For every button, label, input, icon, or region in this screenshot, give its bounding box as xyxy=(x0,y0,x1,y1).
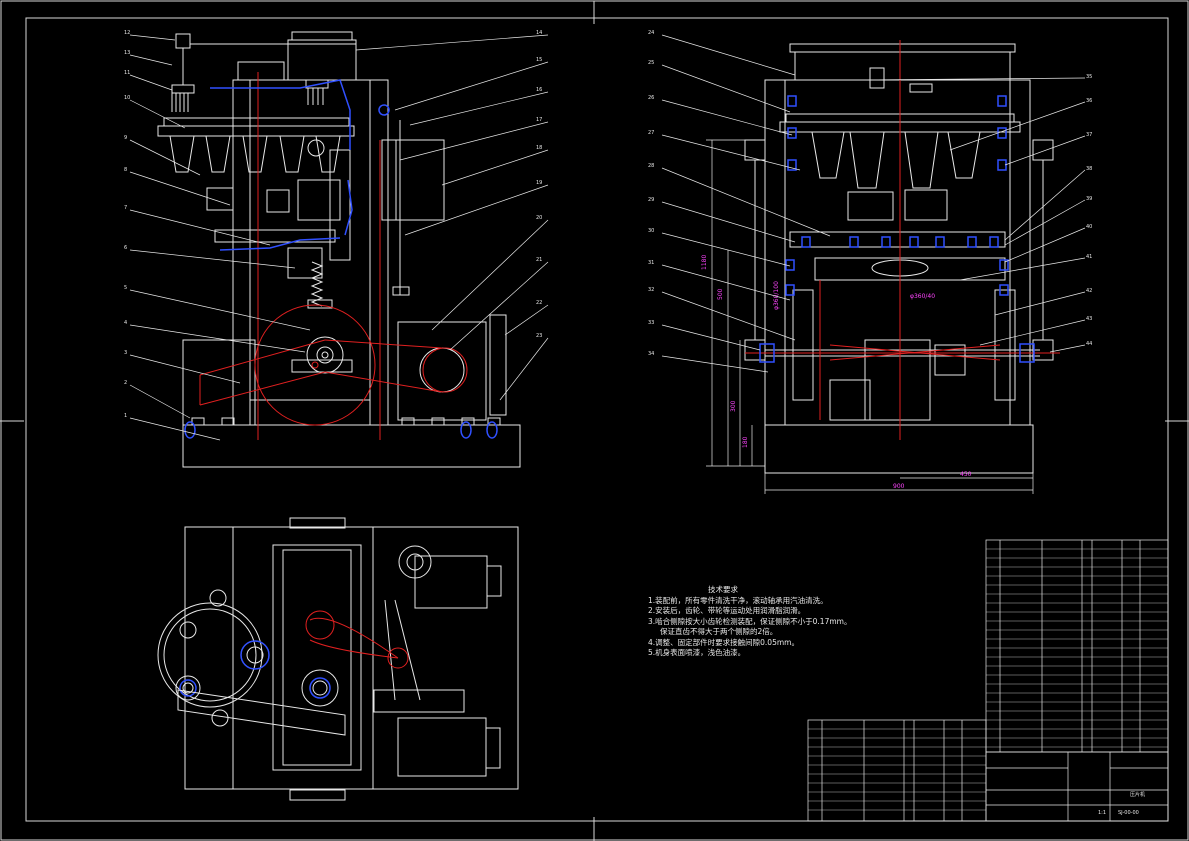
callout-number: 25 xyxy=(648,60,654,66)
technical-notes: 技术要求 1.装配前，所有零件清洗干净，滚动轴承用汽油清洗。 2.安装后，齿轮、… xyxy=(648,585,978,659)
callout-number: 21 xyxy=(536,257,542,263)
callout-number: 44 xyxy=(1086,341,1092,347)
callout-number: 43 xyxy=(1086,316,1092,322)
dim-pitch: φ360/40 xyxy=(910,293,935,300)
callout-number: 37 xyxy=(1086,132,1092,138)
callout-number: 6 xyxy=(124,245,127,251)
callout-number: 10 xyxy=(124,95,130,101)
callout-number: 27 xyxy=(648,130,654,136)
callout-number: 39 xyxy=(1086,196,1092,202)
drawing-name: 压片机 xyxy=(1130,791,1145,798)
callout-number: 18 xyxy=(536,145,542,151)
parts-list xyxy=(807,539,1169,822)
callout-number: 17 xyxy=(536,117,542,123)
callout-number: 31 xyxy=(648,260,654,266)
dim-spindle: φ360/100 xyxy=(773,281,780,310)
callout-number: 33 xyxy=(648,320,654,326)
dim-height-3: 300 xyxy=(730,400,737,412)
callout-number: 12 xyxy=(124,30,130,36)
callout-number: 34 xyxy=(648,351,654,357)
note-line-5: 4.调整、固定部件时要求接触间隙0.05mm。 xyxy=(648,637,799,647)
note-line-1: 1.装配前，所有零件清洗干净，滚动轴承用汽油清洗。 xyxy=(648,595,828,605)
dim-total-width: 900 xyxy=(893,483,905,490)
callout-number: 22 xyxy=(536,300,542,306)
callout-number: 19 xyxy=(536,180,542,186)
note-line-3: 3.啮合侧隙按大小齿轮检测装配，保证侧隙不小于0.17mm。 xyxy=(648,616,852,626)
callout-number: 15 xyxy=(536,57,542,63)
callout-number: 2 xyxy=(124,380,127,386)
note-line-6: 5.机身表面喷漆，浅色油漆。 xyxy=(648,648,746,657)
callout-number: 7 xyxy=(124,205,127,211)
side-view: 1180 500 300 180 450 900 φ360/100 φ360/4… xyxy=(648,30,1092,494)
callout-number: 24 xyxy=(648,30,654,36)
callout-number: 23 xyxy=(536,333,542,339)
callout-number: 20 xyxy=(536,215,542,221)
drawing-number: SJ-00-00 xyxy=(1118,810,1139,816)
callout-number: 26 xyxy=(648,95,654,101)
callout-number: 40 xyxy=(1086,224,1092,230)
callout-number: 13 xyxy=(124,50,130,56)
callout-number: 30 xyxy=(648,228,654,234)
callout-number: 4 xyxy=(124,320,127,326)
dim-height-2: 500 xyxy=(717,288,724,300)
callout-number: 16 xyxy=(536,87,542,93)
dim-total-height: 1180 xyxy=(701,255,708,270)
top-view xyxy=(157,517,519,801)
note-line-4: 保证直齿不得大于两个侧隙的2倍。 xyxy=(660,627,778,636)
callout-number: 1 xyxy=(124,413,127,419)
callout-number: 41 xyxy=(1086,254,1092,260)
callout-number: 36 xyxy=(1086,98,1092,104)
drawing-scale: 1:1 xyxy=(1098,810,1106,816)
dim-width-half: 450 xyxy=(960,471,972,478)
dim-base-height: 180 xyxy=(742,436,749,448)
callout-number: 32 xyxy=(648,287,654,293)
callout-number: 29 xyxy=(648,197,654,203)
callout-number: 8 xyxy=(124,167,127,173)
callout-number: 28 xyxy=(648,163,654,169)
callout-number: 9 xyxy=(124,135,127,141)
callout-number: 3 xyxy=(124,350,127,356)
callout-number: 38 xyxy=(1086,166,1092,172)
callout-number: 42 xyxy=(1086,288,1092,294)
callout-number: 35 xyxy=(1086,74,1092,80)
callout-number: 14 xyxy=(536,30,542,36)
callout-number: 5 xyxy=(124,285,127,291)
note-line-2: 2.安装后，齿轮、带轮等运动处用润滑脂润滑。 xyxy=(648,606,806,615)
notes-title: 技术要求 xyxy=(708,585,738,594)
callout-number: 11 xyxy=(124,70,130,76)
